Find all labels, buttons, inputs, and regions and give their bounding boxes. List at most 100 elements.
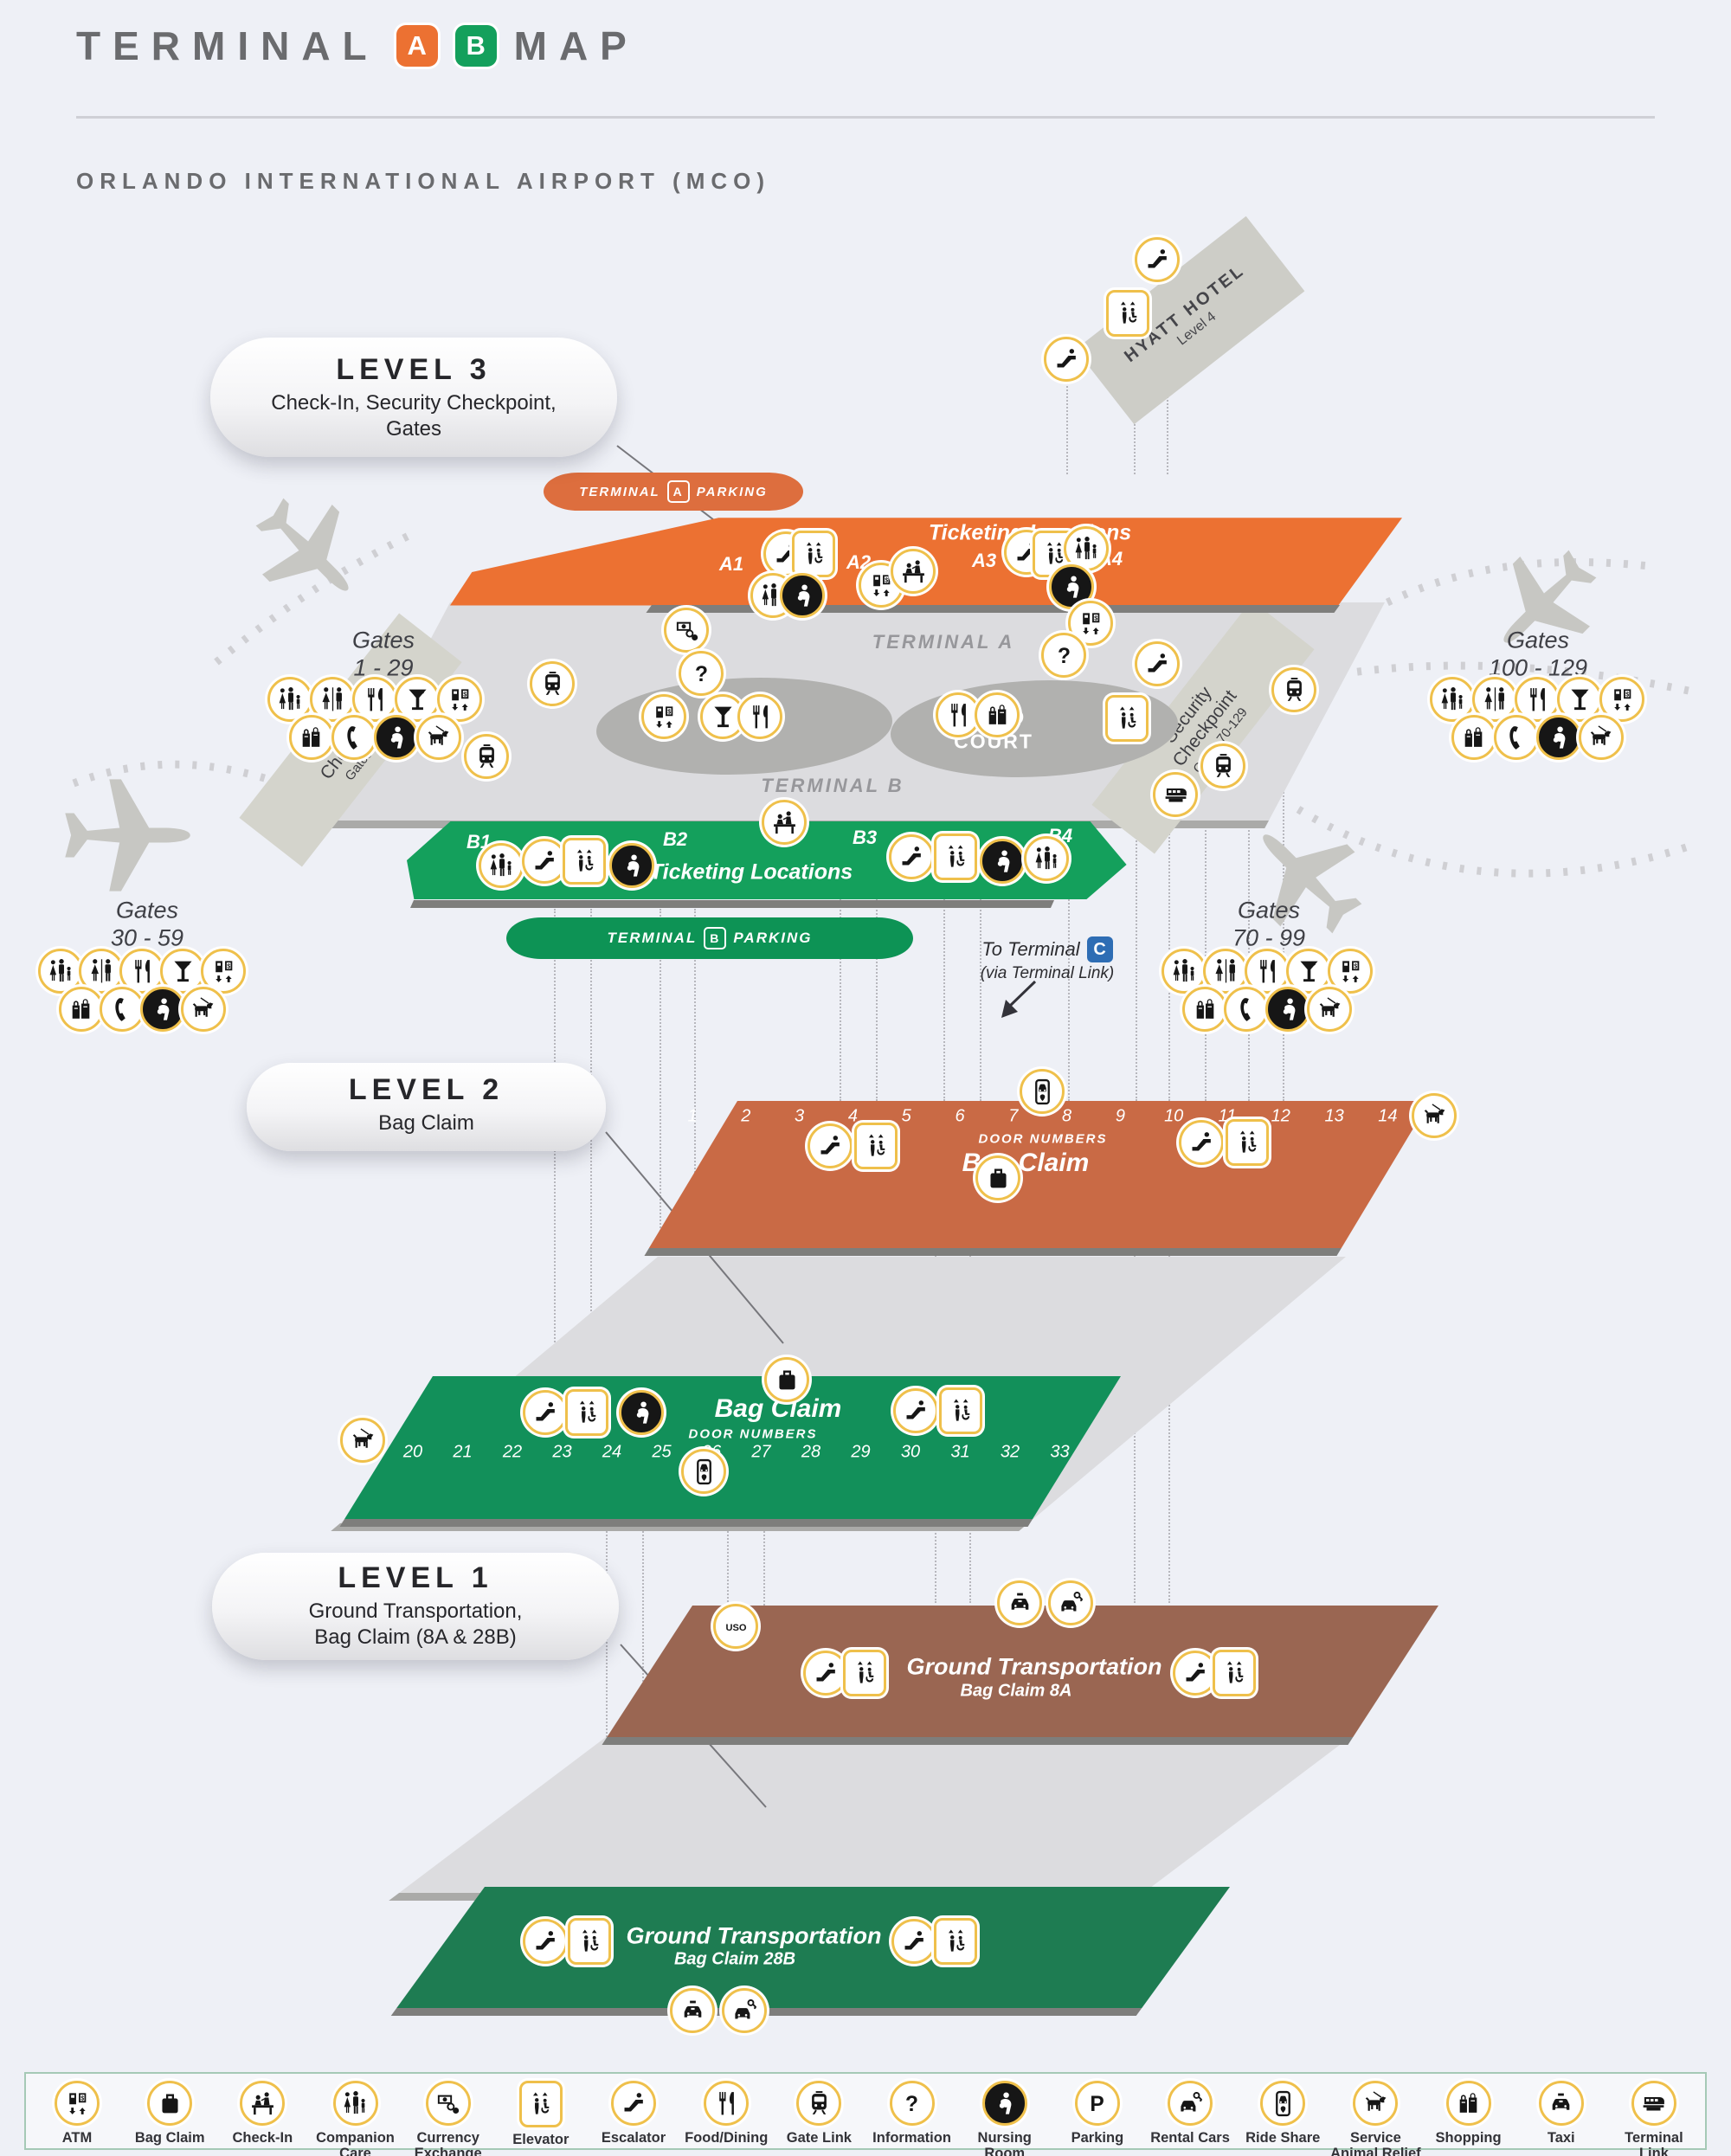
level1-callout-line2: Bag Claim (8A & 28B)	[314, 1625, 517, 1649]
service-animal-icon	[1353, 2081, 1399, 2126]
legend-label: Parking	[1071, 2130, 1124, 2146]
gate-link-icon	[530, 661, 575, 706]
legend-item-taxi: Taxi	[1515, 2081, 1607, 2146]
plane-gates-100-129	[1503, 550, 1597, 643]
taxi-icon	[670, 1988, 715, 2033]
legend-label: Taxi	[1547, 2130, 1575, 2146]
ground-transport-b-title: Ground Transportation	[626, 1922, 882, 1949]
door-numbers-a-label: DOOR NUMBERS	[978, 1131, 1108, 1147]
uso-icon: USO	[713, 1604, 758, 1649]
level2-b-door-23: 23	[552, 1442, 572, 1462]
svg-text:$: $	[1094, 615, 1097, 621]
level2-b-door-33: 33	[1050, 1442, 1070, 1462]
elevator-icon	[563, 838, 606, 885]
check-in-icon	[240, 2081, 286, 2126]
terminal-a-parking-banner: TERMINAL A PARKING	[544, 473, 803, 511]
level2-b-door-20: 20	[402, 1442, 423, 1462]
svg-text:?: ?	[1058, 644, 1071, 667]
parking-b-post: PARKING	[733, 930, 813, 946]
service-animal-icon	[415, 715, 461, 760]
svg-text:P: P	[1091, 2092, 1104, 2115]
ticketing-b-title: Ticketing Locations	[649, 859, 853, 885]
escalator-icon	[1044, 337, 1089, 382]
level3-callout: LEVEL 3 Check-In, Security Checkpoint, G…	[210, 338, 617, 457]
level3-callout-title: LEVEL 3	[336, 353, 492, 386]
legend-item-parking: P Parking	[1052, 2081, 1143, 2146]
plane-gates-1-29	[255, 498, 349, 591]
zone-b-label-B3: B3	[852, 827, 878, 848]
atm-icon: $	[201, 949, 246, 994]
nursing-room-icon	[609, 843, 654, 888]
companion-care-restrooms-icon	[1162, 949, 1207, 994]
gate-link-icon	[1271, 667, 1316, 712]
parking-icon: P	[1074, 2081, 1120, 2126]
level2-b-door-32: 32	[1000, 1442, 1020, 1462]
nursing-room-icon	[780, 573, 825, 618]
escalator-icon	[893, 1388, 938, 1433]
food-dining-icon	[936, 692, 981, 737]
connector-dotted-line	[1066, 372, 1068, 474]
svg-text:$: $	[227, 963, 230, 969]
ride-share-icon	[681, 1449, 726, 1494]
level2-b-door-30: 30	[900, 1442, 921, 1462]
to-terminal-c-text: To Terminal	[981, 938, 1080, 960]
escalator-icon	[891, 1919, 936, 1964]
legend-item-gate-link: Gate Link	[773, 2081, 865, 2146]
parking-a-badge: A	[666, 480, 690, 503]
legend-label: Food/Dining	[685, 2130, 769, 2146]
level2-b-door-24: 24	[602, 1442, 622, 1462]
legend-item-escalator: Escalator	[588, 2081, 679, 2146]
legend-item-nursing-room: Nursing Room	[959, 2081, 1051, 2156]
door-numbers-b-label: DOOR NUMBERS	[688, 1426, 818, 1442]
zone-b-label-B2: B2	[662, 828, 688, 850]
level2-b-door-29: 29	[851, 1442, 871, 1462]
legend-item-elevator: Elevator	[495, 2081, 587, 2147]
elevator-icon	[1226, 1119, 1269, 1166]
service-animal-icon	[1578, 715, 1624, 760]
terminal-b-parking-banner: TERMINAL B PARKING	[506, 917, 913, 959]
taxi-icon	[1538, 2081, 1584, 2126]
legend-bar: $ATM Bag Claim Check-In Companion Care Rest…	[24, 2072, 1707, 2156]
shopping-icon	[288, 715, 334, 760]
legend-label: Shopping	[1435, 2130, 1502, 2146]
companion-care-restrooms-icon	[1430, 677, 1475, 722]
legend-item-atm: $ATM	[31, 2081, 123, 2146]
legend-label: Check-In	[232, 2130, 293, 2146]
level2-a-door-9: 9	[1115, 1106, 1125, 1126]
bag-claim-icon	[147, 2081, 193, 2126]
escalator-icon	[889, 834, 934, 879]
currency-exchange-icon	[425, 2081, 471, 2126]
plane-gates-30-59	[65, 779, 190, 891]
legend-label: Service Animal Relief Area	[1330, 2130, 1421, 2156]
zone-a-label-A3: A3	[971, 550, 997, 571]
level3-callout-line2: Gates	[385, 417, 442, 441]
legend-label: Rental Cars	[1150, 2130, 1230, 2146]
information-icon: ?	[679, 651, 724, 696]
svg-text:$: $	[885, 577, 888, 583]
information-icon: ?	[1041, 633, 1086, 678]
legend-label: Bag Claim	[134, 2130, 205, 2146]
legend-item-companion-care-restrooms: Companion Care Restrooms	[310, 2081, 402, 2156]
parking-b-badge: B	[704, 927, 727, 949]
level2-a-door-10: 10	[1164, 1106, 1184, 1126]
terminal-a-badge: A	[396, 25, 438, 67]
shopping-icon	[1182, 987, 1227, 1032]
nursing-room-icon	[1265, 987, 1310, 1032]
elevator-icon	[1105, 695, 1149, 742]
connector-dotted-line	[1248, 616, 1250, 1101]
level1-callout-line1: Ground Transportation,	[308, 1599, 523, 1623]
legend-item-bag-claim: Bag Claim	[124, 2081, 216, 2146]
level2-callout: LEVEL 2 Bag Claim	[247, 1063, 606, 1151]
level2-a-door-8: 8	[1062, 1106, 1072, 1126]
check-in-icon	[762, 800, 807, 845]
level2-b-door-27: 27	[751, 1442, 771, 1462]
gate-link-icon	[464, 734, 509, 779]
legend-label: Currency Exchange	[414, 2130, 482, 2156]
terminal-link-icon	[1631, 2081, 1676, 2126]
taxiway-dashes	[72, 528, 1698, 878]
escalator-icon	[523, 1390, 568, 1435]
level2-b-door-28: 28	[801, 1442, 821, 1462]
atm-icon: $	[55, 2081, 100, 2126]
restrooms-icon	[310, 677, 355, 722]
nursing-room-icon	[981, 2081, 1027, 2126]
